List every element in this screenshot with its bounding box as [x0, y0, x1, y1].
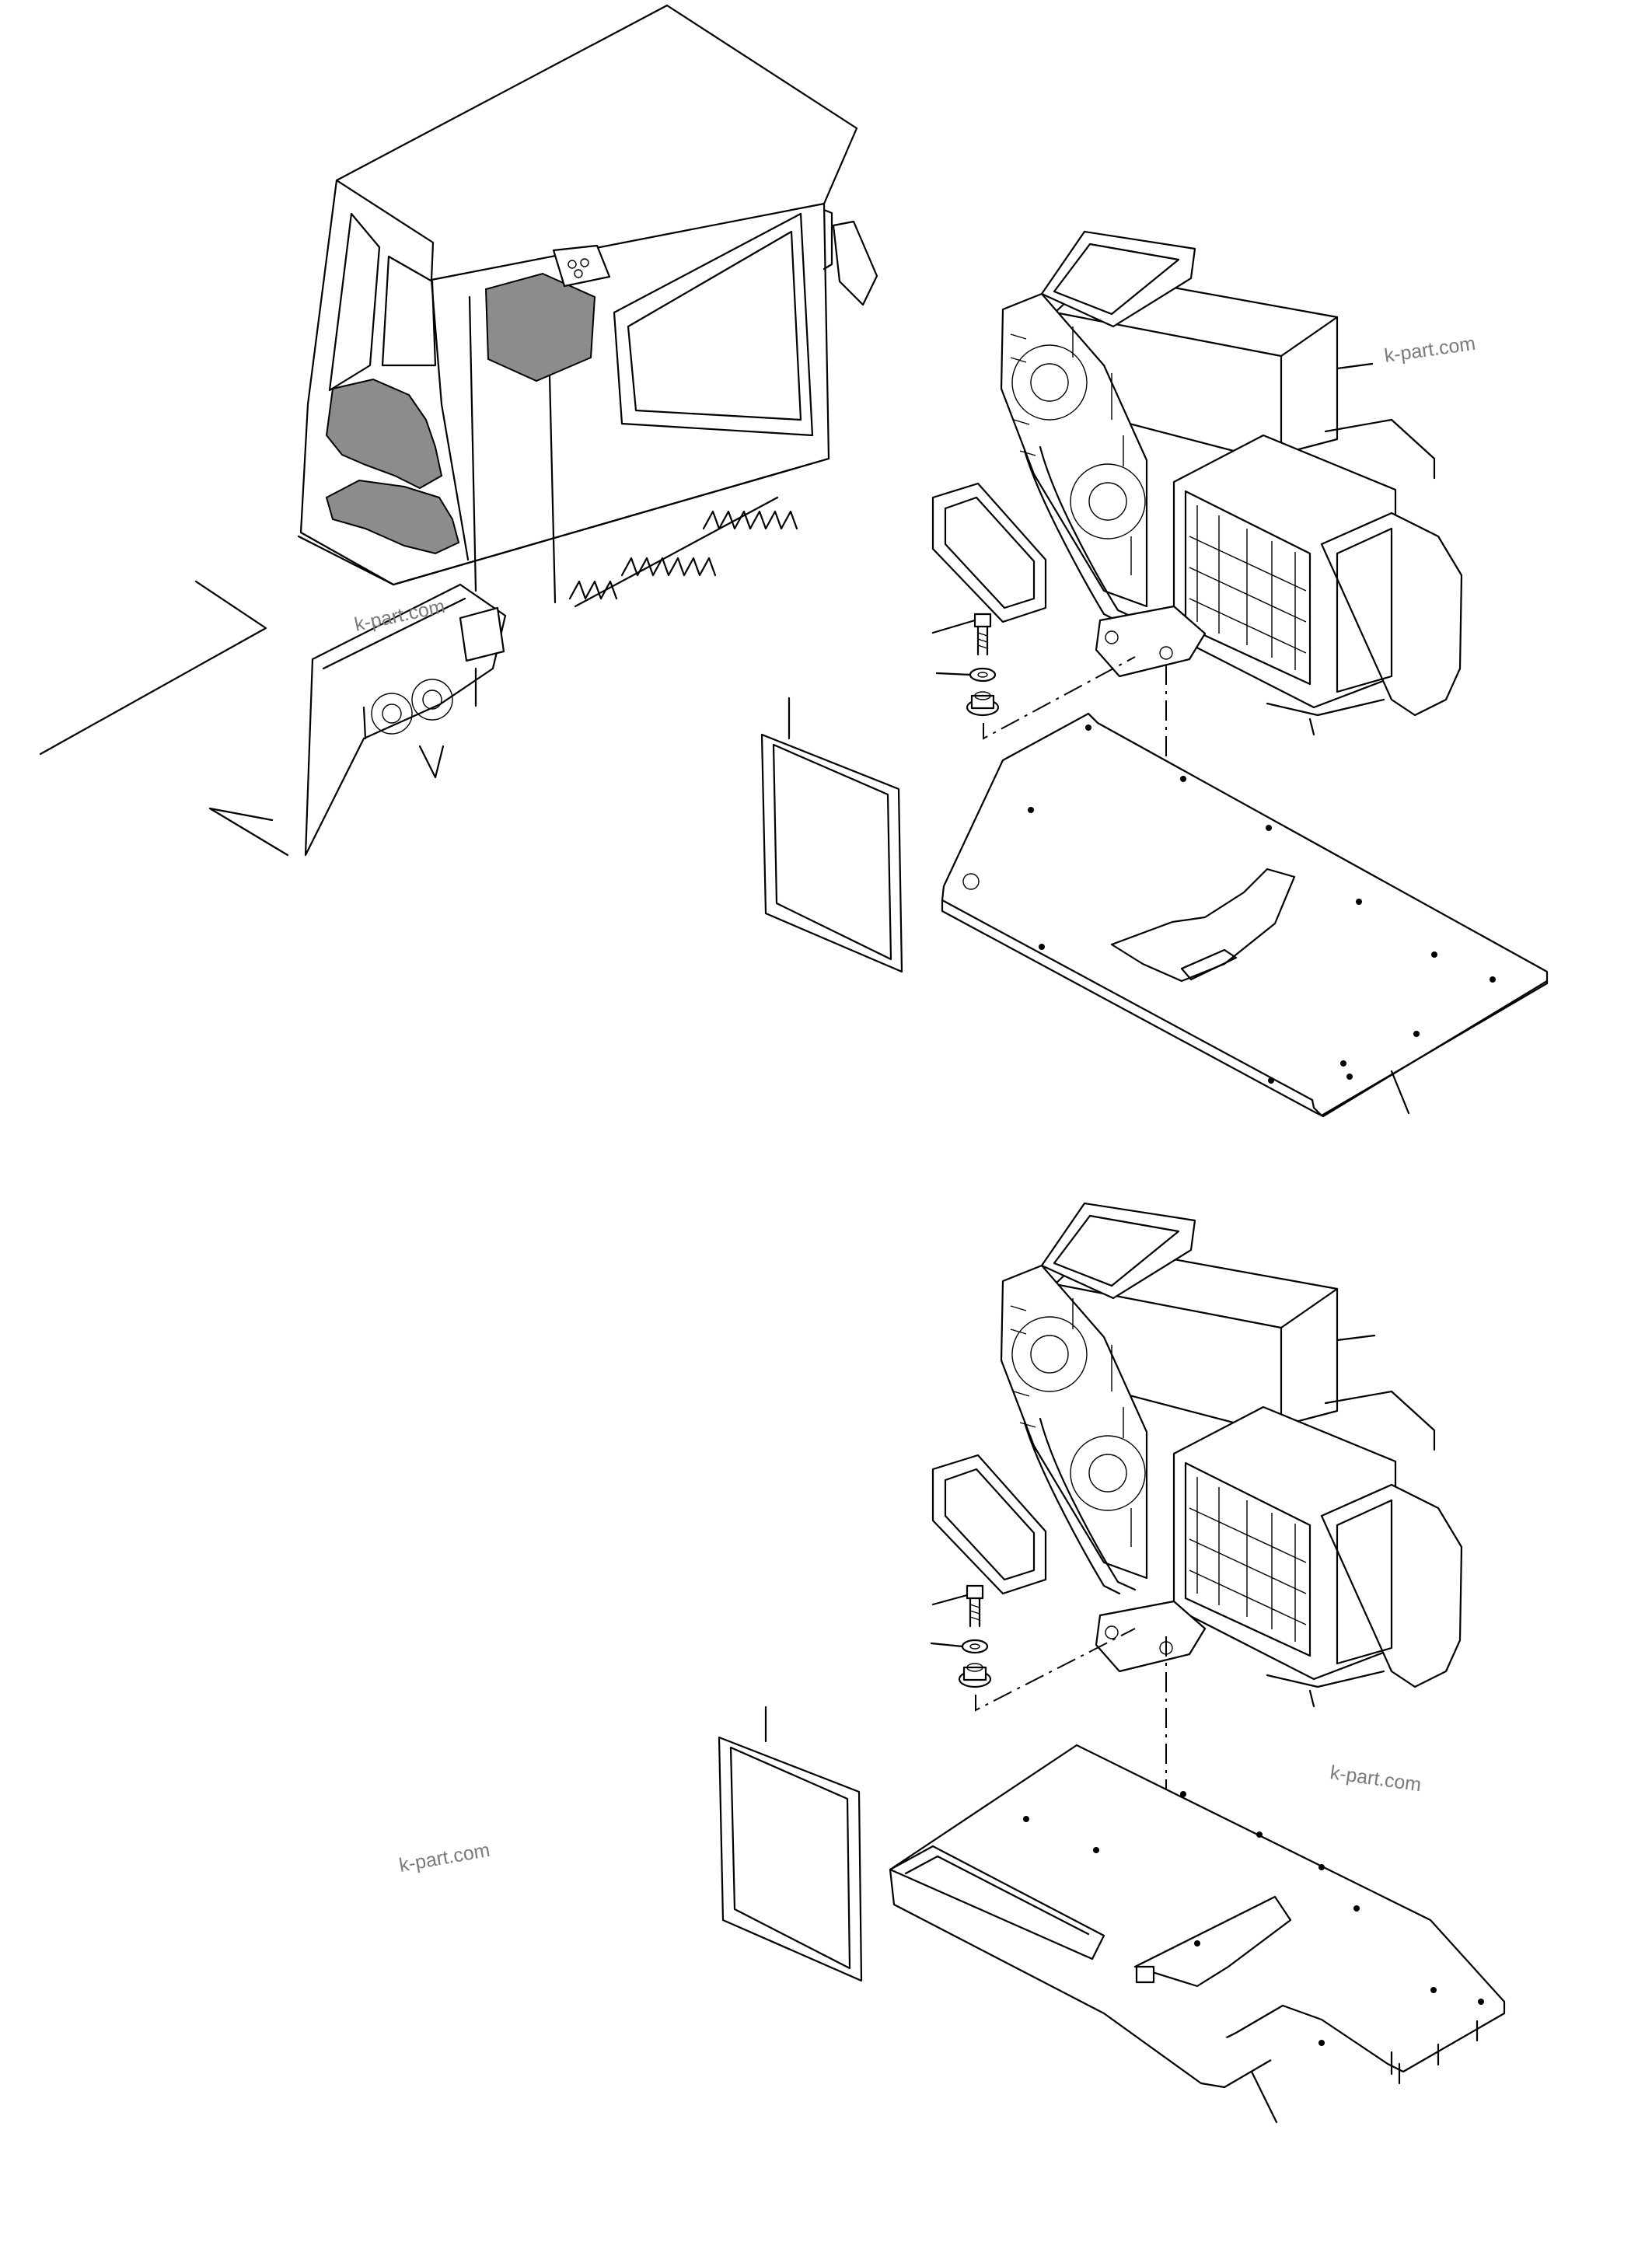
heater-unit-drawing	[931, 230, 1463, 736]
assembly-line	[975, 1628, 1136, 1712]
leader-line	[1336, 362, 1374, 370]
assembly-line	[983, 656, 1136, 740]
watermark: k-part.com	[1383, 333, 1477, 367]
watermark: k-part.com	[397, 1839, 491, 1877]
mounting-plate-drawing	[941, 712, 1549, 1118]
watermark: k-part.com	[1329, 1761, 1423, 1796]
washer-icon	[935, 667, 997, 683]
heater-unit-drawing	[931, 1202, 1463, 1708]
gasket-frame-icon	[760, 697, 903, 973]
cab-overview-drawing	[39, 4, 878, 857]
grommet-icon	[958, 1663, 992, 1688]
mounting-plate-drawing	[889, 1744, 1506, 2124]
washer-icon	[930, 1639, 989, 1654]
bolt-icon	[931, 613, 992, 656]
leader-line	[1336, 1334, 1376, 1342]
grommet-icon	[966, 691, 1000, 717]
gasket-frame-icon	[718, 1706, 863, 1982]
bolt-icon	[931, 1584, 984, 1628]
